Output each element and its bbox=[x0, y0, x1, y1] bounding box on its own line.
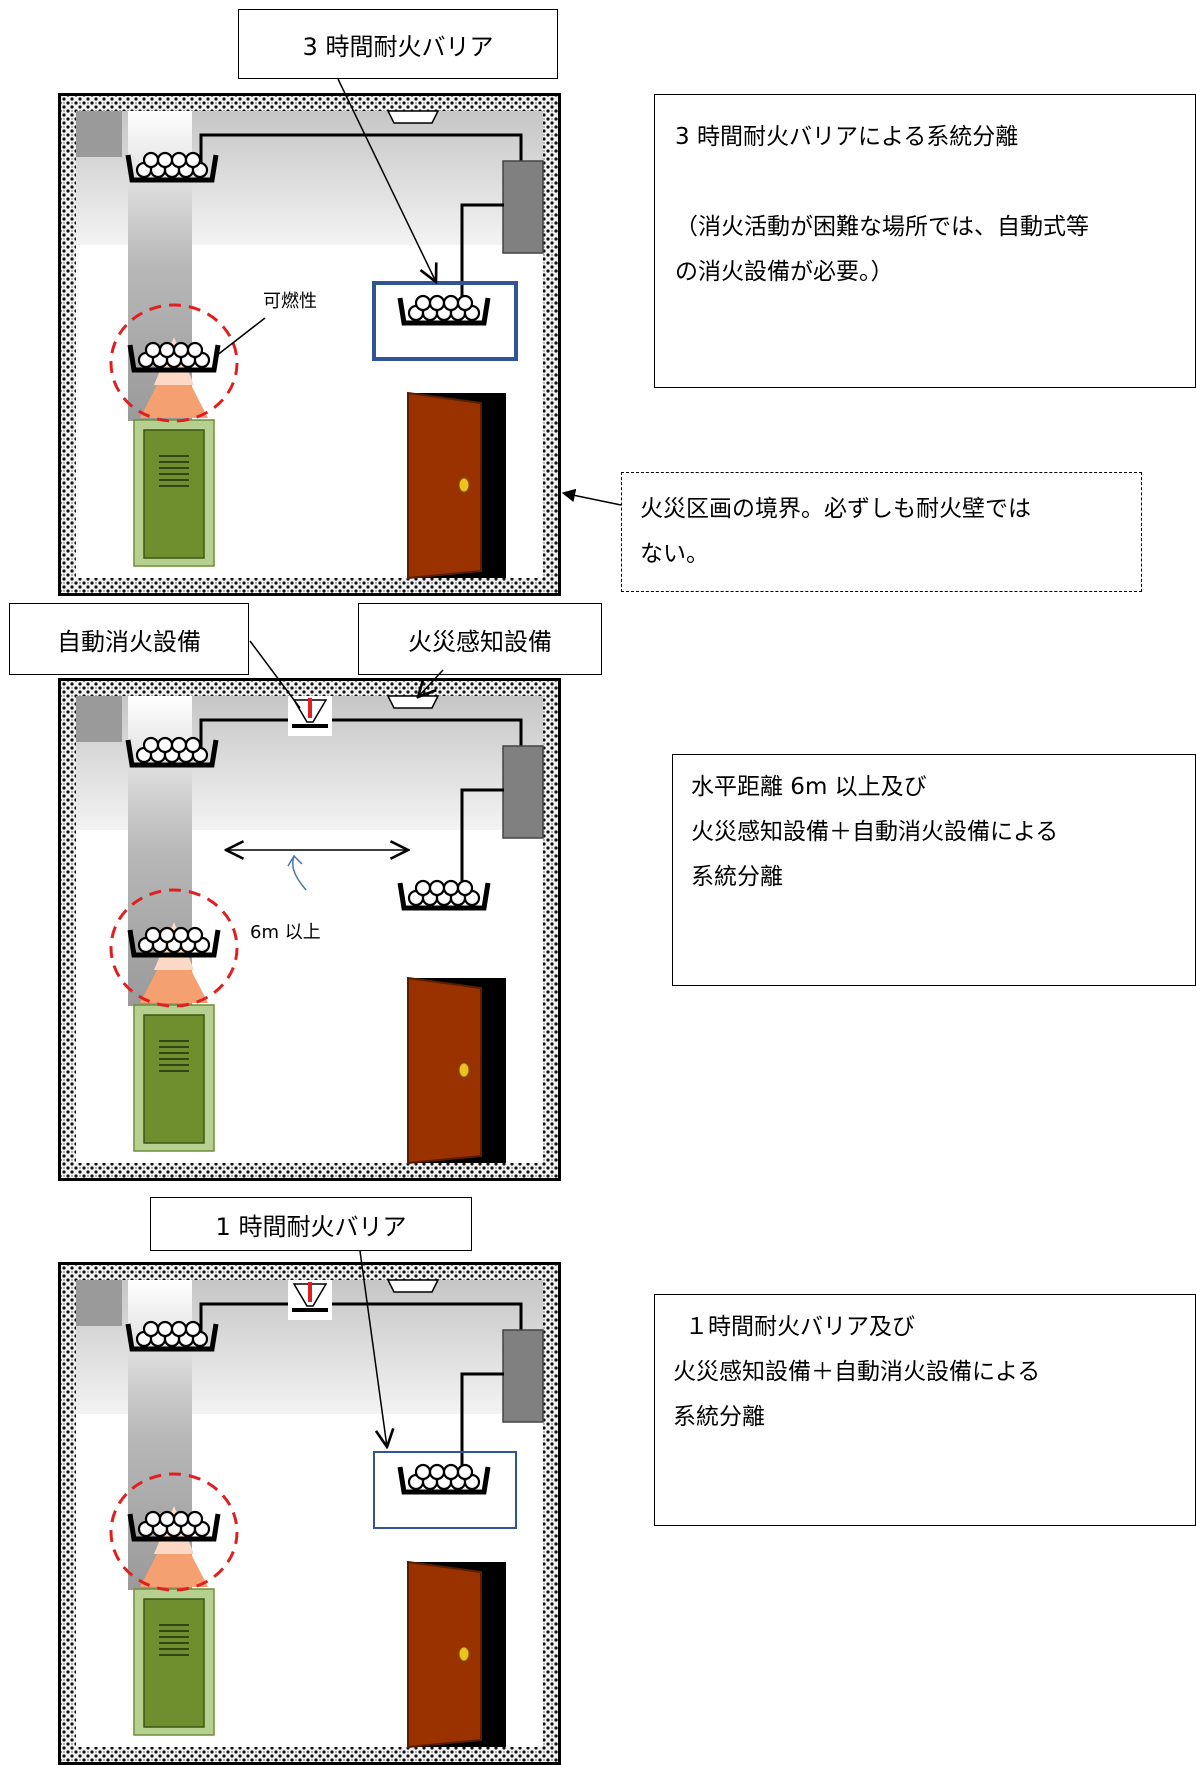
flame-base-1 bbox=[140, 383, 208, 418]
description-2-line-2: 火災感知設備＋自動消火設備による bbox=[691, 819, 1059, 845]
description-1-line-4: の消火設備が必要。） bbox=[675, 259, 894, 285]
description-2-line-1: 水平距離 6m 以上及び bbox=[691, 774, 927, 800]
callout-1h-barrier-text: 1 時間耐火バリア bbox=[215, 1212, 407, 1241]
distance-label: 6m 以上 bbox=[250, 922, 321, 943]
electrical-cabinet-3 bbox=[502, 1329, 544, 1423]
description-box-1: 3 時間耐火バリアによる系統分離 （消火活動が困難な場所では、自動式等 の消火設… bbox=[654, 94, 1196, 388]
fire-area-room-3 bbox=[58, 1262, 561, 1765]
description-2-line-3: 系統分離 bbox=[691, 864, 783, 890]
fire-barrier-3h bbox=[372, 281, 518, 361]
description-3-line-1: １時間耐火バリア及び bbox=[685, 1314, 915, 1340]
description-3-line-3: 系統分離 bbox=[673, 1404, 765, 1430]
distance-pointer bbox=[292, 855, 307, 891]
fire-detector-3 bbox=[386, 1279, 440, 1293]
control-panel-3 bbox=[143, 1598, 205, 1728]
callout-3h-barrier: 3 時間耐火バリア bbox=[238, 9, 558, 79]
description-box-3: １時間耐火バリア及び 火災感知設備＋自動消火設備による 系統分離 bbox=[654, 1294, 1196, 1526]
callout-auto-suppression: 自動消火設備 bbox=[9, 603, 249, 675]
flame-base-2 bbox=[140, 968, 208, 1003]
fire-area-room-2 bbox=[58, 678, 561, 1181]
leader-boundary bbox=[561, 488, 622, 506]
combustible-label: 可燃性 bbox=[263, 291, 317, 312]
door-1 bbox=[407, 391, 482, 580]
description-1-line-1: 3 時間耐火バリアによる系統分離 bbox=[675, 124, 1019, 150]
fire-origin-circle-3 bbox=[109, 1472, 239, 1592]
boundary-note-line-1: 火災区画の境界。必ずしも耐火壁では bbox=[640, 496, 1031, 522]
callout-fire-detection-text: 火災感知設備 bbox=[408, 627, 552, 656]
control-panel-1 bbox=[143, 429, 205, 559]
description-box-2: 水平距離 6m 以上及び 火災感知設備＋自動消火設備による 系統分離 bbox=[672, 754, 1196, 986]
description-3-line-2: 火災感知設備＋自動消火設備による bbox=[673, 1359, 1041, 1385]
callout-3h-barrier-text: 3 時間耐火バリア bbox=[302, 32, 494, 61]
description-1-line-2 bbox=[675, 160, 1175, 205]
door-2 bbox=[407, 976, 482, 1165]
fire-origin-circle-2 bbox=[109, 888, 239, 1008]
fire-barrier-1h bbox=[373, 1451, 517, 1529]
fire-area-room-1 bbox=[58, 93, 561, 596]
electrical-cabinet-2 bbox=[502, 745, 544, 839]
flame-base-3 bbox=[140, 1552, 208, 1587]
callout-1h-barrier: 1 時間耐火バリア bbox=[150, 1197, 472, 1251]
boundary-note-box: 火災区画の境界。必ずしも耐火壁では ない。 bbox=[621, 472, 1142, 592]
electrical-cabinet-1 bbox=[502, 160, 544, 254]
fire-detector-2 bbox=[386, 695, 440, 709]
cable-route-2 bbox=[199, 718, 523, 750]
fire-origin-circle-1 bbox=[109, 303, 239, 423]
door-3 bbox=[407, 1560, 482, 1749]
callout-fire-detection: 火災感知設備 bbox=[358, 603, 602, 675]
callout-auto-suppression-text: 自動消火設備 bbox=[57, 627, 201, 656]
boundary-note-line-2: ない。 bbox=[640, 541, 709, 567]
description-1-line-3: （消火活動が困難な場所では、自動式等 bbox=[675, 214, 1089, 240]
control-panel-2 bbox=[143, 1014, 205, 1144]
fire-detector-1 bbox=[386, 110, 440, 124]
